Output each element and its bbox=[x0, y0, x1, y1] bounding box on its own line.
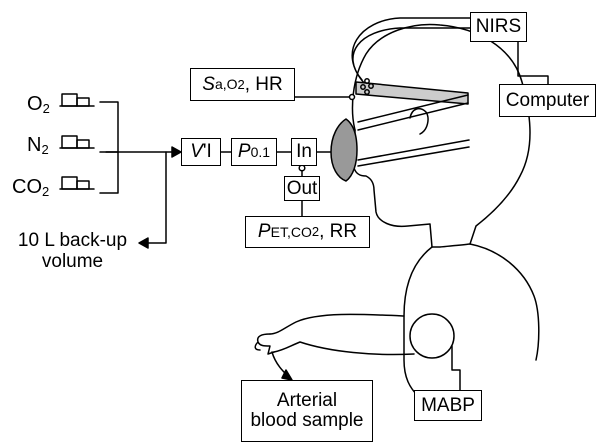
head-outline bbox=[351, 23, 531, 245]
backup-line bbox=[145, 151, 167, 244]
co2-cylinder-icon bbox=[59, 176, 95, 190]
nirs-cable bbox=[351, 17, 471, 85]
arrow-to-arterial bbox=[281, 369, 293, 381]
vi-box: V'I bbox=[181, 138, 221, 166]
arm-lower bbox=[273, 341, 415, 356]
backup-volume-label: 10 L back-up volume bbox=[17, 230, 128, 272]
mabp-box: MABP bbox=[414, 390, 482, 421]
headband bbox=[355, 81, 469, 105]
torso-left bbox=[403, 246, 433, 397]
arterial-blood-sample-box: Arterial blood sample bbox=[241, 380, 373, 442]
arm-upper bbox=[269, 313, 405, 335]
gas-manifold-line bbox=[99, 101, 119, 194]
out-box: Out bbox=[284, 176, 320, 201]
arrow-to-backup bbox=[138, 237, 149, 249]
ear bbox=[409, 107, 429, 135]
co2-label: CO2 bbox=[12, 176, 50, 199]
n2-cylinder-icon bbox=[59, 135, 95, 149]
in-box: In bbox=[291, 138, 317, 166]
mask-strap-top bbox=[357, 94, 469, 131]
nirs-to-computer-line bbox=[517, 41, 549, 85]
o2-cylinder-icon bbox=[59, 93, 95, 107]
valve-circle bbox=[298, 164, 306, 172]
face-mask bbox=[330, 118, 358, 182]
arrow-to-vi bbox=[171, 146, 182, 158]
nirs-box: NIRS bbox=[470, 12, 527, 42]
bp-cuff bbox=[409, 313, 455, 359]
o2-label: O2 bbox=[27, 93, 50, 116]
computer-box: Computer bbox=[499, 84, 596, 117]
neck-line bbox=[431, 243, 471, 248]
torso-right bbox=[469, 243, 540, 361]
hand bbox=[254, 333, 275, 355]
mabp-connector bbox=[451, 345, 461, 391]
mask-strap-bottom bbox=[357, 139, 470, 167]
n2-label: N2 bbox=[27, 134, 49, 157]
